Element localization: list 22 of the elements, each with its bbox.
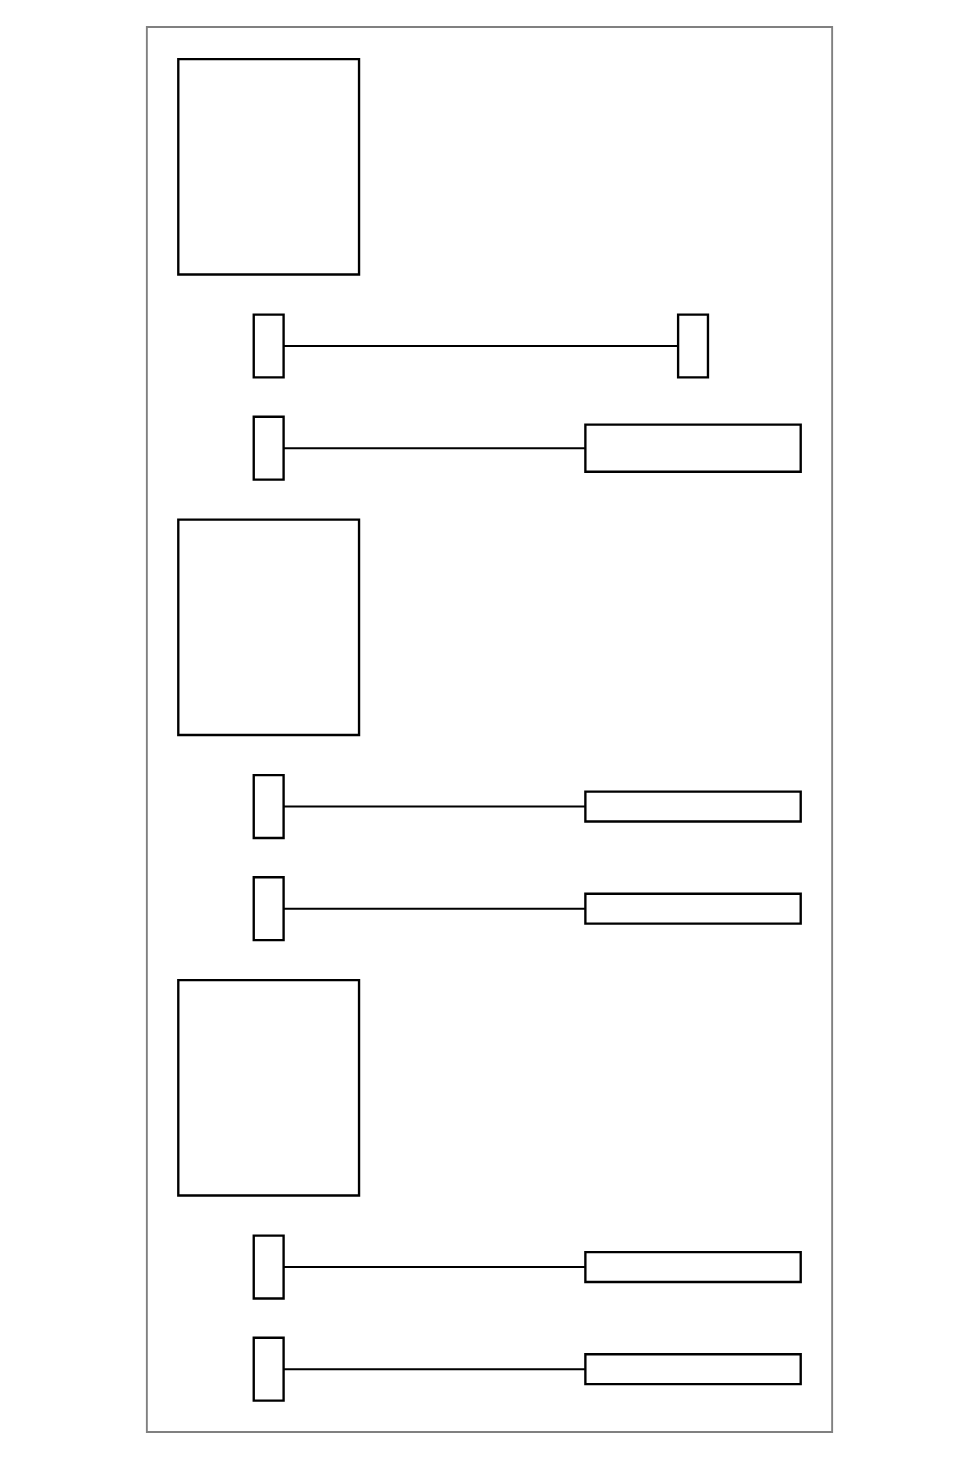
node-box: [584, 790, 802, 823]
node-box: [177, 979, 361, 1197]
node-box: [676, 313, 710, 379]
node-box: [252, 876, 285, 942]
connector: [283, 805, 585, 808]
connector: [283, 447, 585, 450]
connector: [283, 1368, 585, 1371]
node-box: [584, 892, 802, 925]
connector: [283, 345, 678, 347]
node-box: [584, 1353, 802, 1386]
node-box: [252, 1234, 285, 1300]
node-box: [584, 1250, 802, 1284]
node-box: [584, 423, 802, 473]
node-box: [252, 415, 285, 481]
connector: [283, 1266, 585, 1269]
node-box: [252, 1336, 285, 1402]
node-box: [252, 773, 285, 840]
node-box: [177, 57, 361, 276]
connector: [283, 907, 585, 910]
cluster: [145, 26, 834, 1433]
node-box: [252, 313, 285, 379]
node-box: [177, 518, 361, 737]
